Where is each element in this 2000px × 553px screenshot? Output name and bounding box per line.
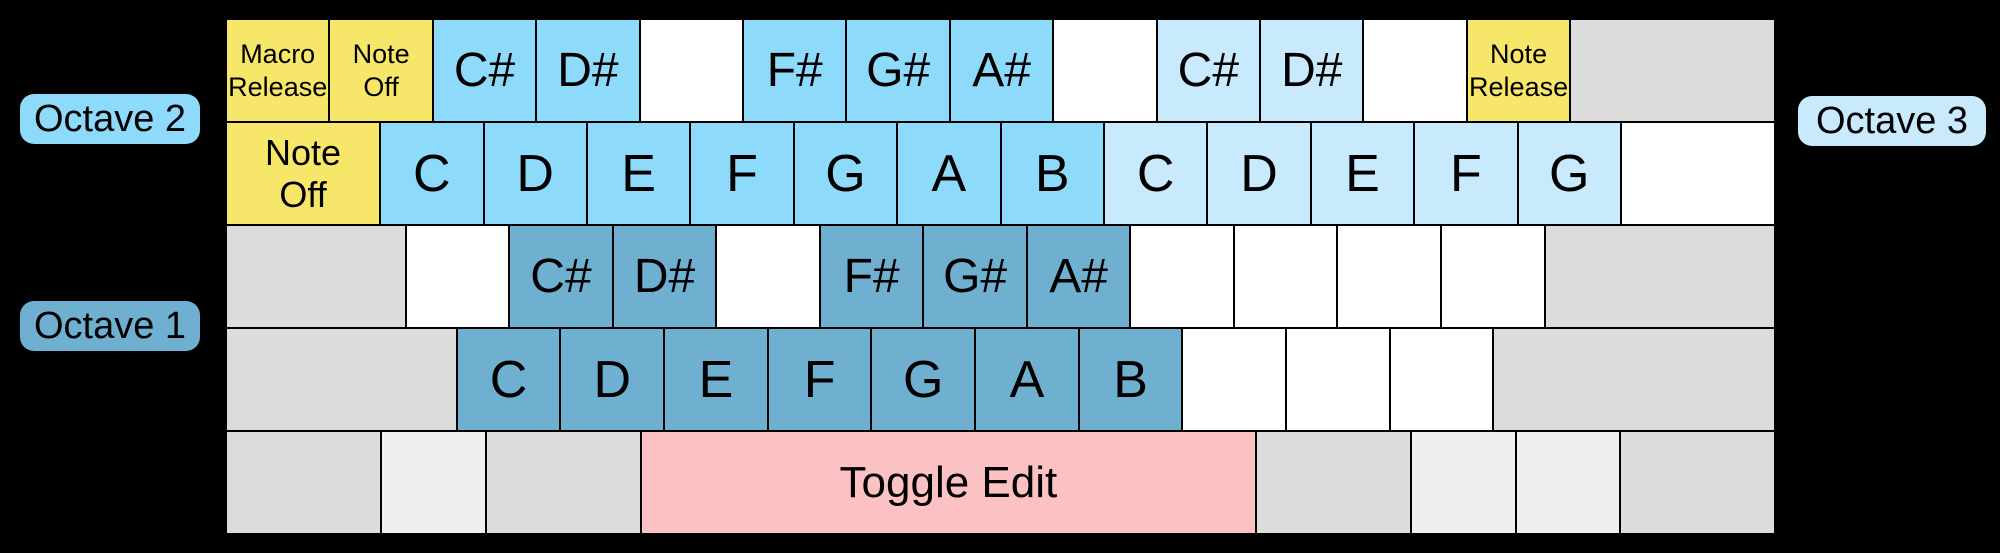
keyboard-row-5: Toggle Edit	[226, 431, 1775, 534]
key-f: F	[1414, 122, 1518, 225]
key-d: D	[560, 328, 665, 431]
key-toggle-edit: Toggle Edit	[640, 431, 1256, 534]
key-f: F	[690, 122, 794, 225]
key-c: C	[1103, 122, 1208, 225]
octave-3-label: Octave 3	[1798, 96, 1986, 146]
key-g: G	[1517, 122, 1621, 225]
key-unmapped	[1363, 19, 1467, 122]
key-d-sharp: D#	[612, 225, 717, 328]
key-c: C	[456, 328, 561, 431]
key-unmapped	[1337, 225, 1441, 328]
key-modifier	[1570, 19, 1776, 122]
keyboard-row-3: C#D# F#G#A#	[226, 225, 1775, 328]
key-unmapped	[1182, 328, 1287, 431]
key-unmapped	[405, 225, 510, 328]
key-c-sharp: C#	[1156, 19, 1261, 122]
key-b: B	[1000, 122, 1104, 225]
key-f-sharp: F#	[819, 225, 924, 328]
key-unmapped	[1286, 328, 1390, 431]
key-modifier	[1619, 431, 1775, 534]
key-unmapped	[1389, 328, 1494, 431]
key-unmapped	[1053, 19, 1157, 122]
key-modifier	[1493, 328, 1776, 431]
key-modifier	[1411, 431, 1516, 534]
key-note-off: Note Off	[226, 122, 381, 225]
key-macro-release: Macro Release	[226, 19, 330, 122]
key-modifier	[226, 328, 457, 431]
key-modifier	[1256, 431, 1412, 534]
key-modifier	[1544, 225, 1775, 328]
key-modifier	[226, 431, 382, 534]
key-g-sharp: G#	[923, 225, 1027, 328]
key-d-sharp: D#	[1260, 19, 1364, 122]
key-d-sharp: D#	[536, 19, 640, 122]
key-modifier	[1515, 431, 1620, 534]
key-g: G	[871, 328, 976, 431]
key-note-off: Note Off	[329, 19, 433, 122]
key-g-sharp: G#	[846, 19, 950, 122]
key-e: E	[586, 122, 691, 225]
octave-1-label: Octave 1	[20, 301, 200, 351]
key-d: D	[483, 122, 587, 225]
key-a-sharp: A#	[1026, 225, 1131, 328]
key-a: A	[897, 122, 1001, 225]
key-c-sharp: C#	[509, 225, 613, 328]
key-c-sharp: C#	[432, 19, 537, 122]
key-unmapped	[1130, 225, 1234, 328]
key-modifier	[381, 431, 486, 534]
key-f: F	[767, 328, 872, 431]
key-g: G	[793, 122, 898, 225]
key-unmapped	[716, 225, 820, 328]
key-f-sharp: F#	[743, 19, 847, 122]
key-e: E	[1310, 122, 1415, 225]
key-d: D	[1207, 122, 1311, 225]
octave-2-label: Octave 2	[20, 94, 200, 144]
key-note-release: Note Release	[1466, 19, 1571, 122]
key-unmapped	[639, 19, 744, 122]
key-unmapped	[1441, 225, 1545, 328]
key-modifier	[226, 225, 406, 328]
key-a: A	[975, 328, 1079, 431]
key-unmapped	[1620, 122, 1776, 225]
key-unmapped	[1233, 225, 1338, 328]
key-modifier	[485, 431, 641, 534]
key-b: B	[1078, 328, 1183, 431]
key-a-sharp: A#	[949, 19, 1054, 122]
key-e: E	[664, 328, 768, 431]
key-c: C	[380, 122, 484, 225]
